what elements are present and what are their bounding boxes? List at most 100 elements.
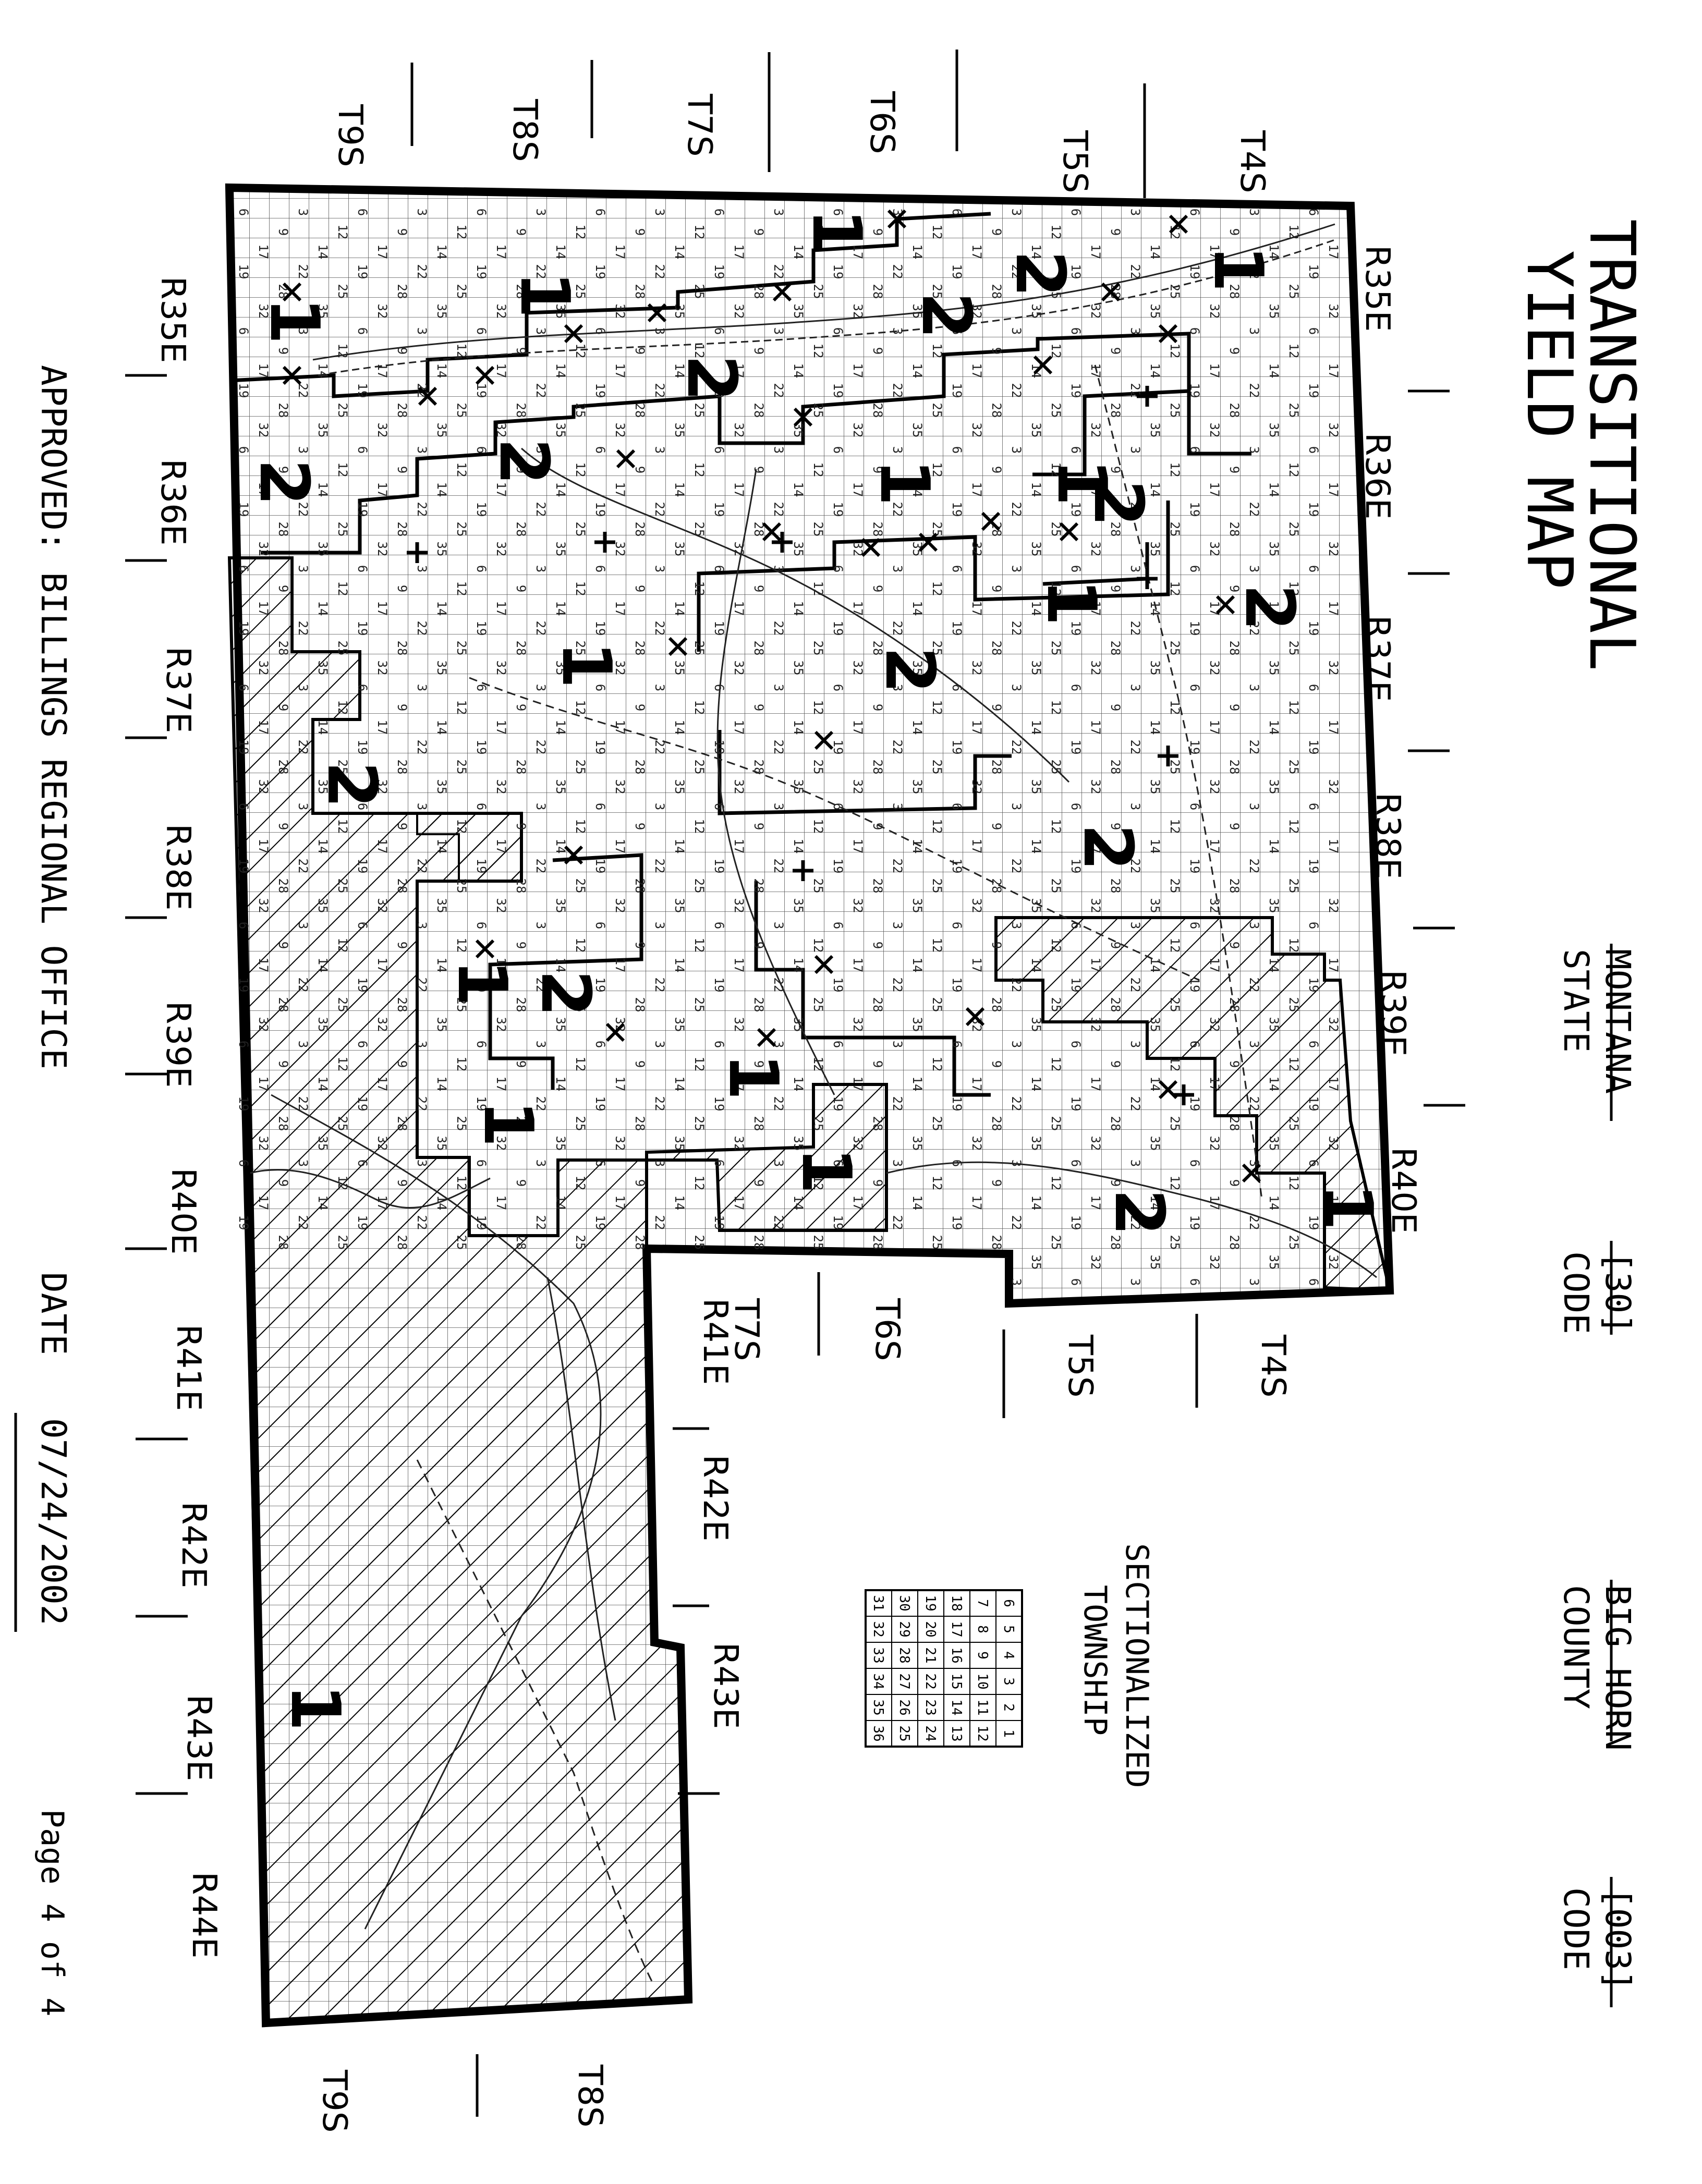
section-number: 3 [296, 1041, 310, 1048]
section-number: 35 [910, 304, 925, 319]
section-number: 19 [236, 502, 251, 517]
section-number: 14 [791, 363, 806, 379]
section-number: 17 [256, 363, 271, 379]
section-number: 14 [672, 1077, 687, 1092]
section-number: 14 [1029, 1195, 1043, 1211]
section-number: 22 [771, 740, 786, 755]
section-number: 17 [969, 601, 984, 616]
legend-cell: 9 [975, 1651, 990, 1660]
legend-cell: 4 [1001, 1651, 1016, 1660]
hatched-area-east [994, 916, 1392, 1292]
section-number: 17 [850, 363, 865, 379]
inner-label: T7S [727, 1298, 765, 1361]
state-value: MONTANA [1598, 949, 1638, 1094]
section-number: 14 [910, 363, 925, 379]
section-number: 14 [315, 363, 330, 379]
section-number: 6 [1187, 327, 1202, 335]
section-number: 25 [1286, 1235, 1301, 1250]
section-number: 28 [989, 1235, 1004, 1250]
section-number: 35 [791, 1136, 806, 1151]
section-number: 25 [1286, 641, 1301, 656]
section-number: 17 [850, 482, 865, 497]
section-number: 28 [276, 997, 290, 1012]
section-number: 3 [533, 565, 548, 572]
section-number: 19 [474, 740, 489, 755]
zone-number: 2 [1100, 1189, 1179, 1236]
section-number: 12 [454, 938, 469, 953]
section-number: 12 [1286, 819, 1301, 834]
map-footer: APPROVED: BILLINGS REGIONAL OFFICE DATE … [14, 365, 74, 2016]
range-label-right: R39E [1373, 970, 1412, 1056]
section-number: 12 [930, 819, 944, 834]
section-number: 6 [712, 209, 726, 216]
section-number: 19 [1306, 264, 1321, 279]
section-number: 14 [434, 720, 449, 735]
section-number: 22 [771, 1215, 786, 1230]
section-number: 6 [950, 209, 964, 216]
section-number: 12 [811, 344, 825, 359]
section-number: 22 [652, 502, 667, 517]
section-number: 32 [850, 1017, 865, 1032]
section-number: 3 [890, 922, 905, 929]
section-number: 32 [1207, 1255, 1222, 1270]
section-number: 22 [1247, 859, 1261, 874]
section-number: 14 [910, 245, 925, 260]
section-number: 6 [474, 327, 489, 335]
section-number: 19 [474, 859, 489, 874]
section-number: 14 [315, 482, 330, 497]
section-number: 28 [395, 403, 409, 418]
section-number: 6 [712, 1041, 726, 1048]
county-value: BIG HORN [1598, 1585, 1638, 1751]
section-number: 9 [1108, 942, 1123, 949]
section-number: 32 [613, 423, 627, 438]
section-number: 22 [890, 859, 905, 874]
section-number: 19 [236, 859, 251, 874]
section-number: 32 [732, 304, 746, 319]
township-label-top: T7S [680, 93, 719, 156]
section-number: 9 [751, 1060, 766, 1068]
section-number: 14 [791, 720, 806, 735]
section-number: 3 [771, 1041, 786, 1048]
section-number: 14 [1267, 1195, 1281, 1211]
section-number: 14 [910, 601, 925, 616]
section-number: 12 [811, 1176, 825, 1191]
section-number: 32 [256, 423, 271, 438]
section-number: 25 [811, 760, 825, 775]
section-number: 35 [1267, 1255, 1281, 1270]
section-number: 35 [315, 304, 330, 319]
section-number: 9 [395, 1060, 409, 1068]
section-number: 12 [1286, 581, 1301, 596]
section-number: 17 [375, 839, 390, 854]
section-number: 19 [831, 383, 845, 398]
section-number: 6 [593, 1160, 607, 1167]
section-number: 19 [1306, 383, 1321, 398]
section-number: 9 [514, 466, 528, 473]
section-number: 3 [296, 1160, 310, 1167]
section-number: 12 [573, 938, 588, 953]
section-number: 12 [930, 344, 944, 359]
section-number: 25 [1286, 284, 1301, 299]
section-number: 9 [751, 466, 766, 473]
section-number: 25 [811, 1235, 825, 1250]
legend-cell: 12 [975, 1725, 990, 1741]
section-number: 6 [1068, 565, 1083, 572]
section-number: 9 [1108, 466, 1123, 473]
section-number: 17 [850, 839, 865, 854]
section-number: 17 [613, 601, 627, 616]
section-number: 12 [1286, 700, 1301, 715]
section-number: 12 [930, 938, 944, 953]
section-number: 19 [236, 1096, 251, 1112]
section-number: 25 [692, 997, 707, 1012]
section-number: 9 [1108, 1179, 1123, 1187]
section-number: 32 [1088, 1017, 1103, 1032]
section-number: 14 [315, 958, 330, 973]
section-number: 6 [950, 684, 964, 691]
section-number: 22 [296, 1215, 310, 1230]
section-number: 14 [1029, 958, 1043, 973]
section-number: 17 [613, 958, 627, 973]
boundary-x-marker [762, 522, 782, 542]
section-number: 32 [1207, 779, 1222, 795]
section-number: 28 [276, 760, 290, 775]
section-number: 6 [831, 565, 845, 572]
section-number: 9 [514, 942, 528, 949]
